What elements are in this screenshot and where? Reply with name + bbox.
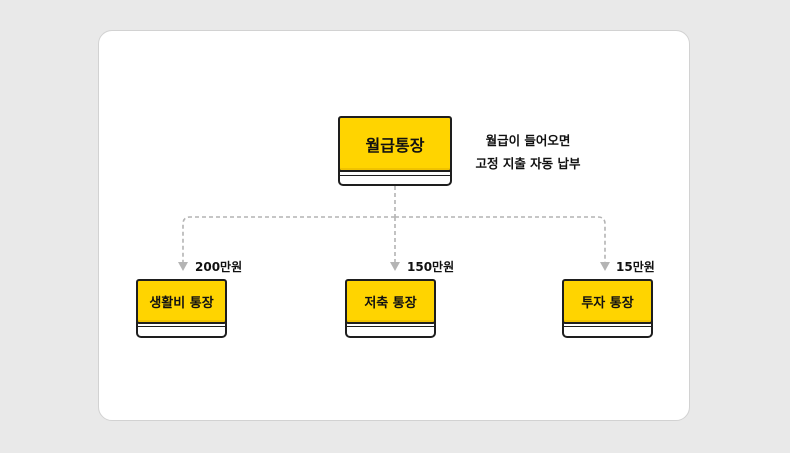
connector-branch-right [395, 216, 606, 263]
arrowhead-right [600, 262, 610, 271]
investment-account-label: 투자 통장 [562, 279, 653, 324]
investment-account-node: 투자 통장 [562, 279, 653, 338]
root-account-label: 월급통장 [338, 116, 452, 172]
arrowhead-middle [390, 262, 400, 271]
connector-branch-left [182, 216, 395, 263]
savings-amount: 150만원 [407, 260, 455, 274]
diagram-card [98, 30, 690, 421]
note-line-2: 고정 지출 자동 납부 [475, 156, 581, 171]
investment-amount: 15만원 [616, 260, 655, 274]
living-expense-account-node: 생활비 통장 [136, 279, 227, 338]
arrowhead-left [178, 262, 188, 271]
root-account-note: 월급이 들어오면 고정 지출 자동 납부 [466, 129, 590, 175]
savings-account-node: 저축 통장 [345, 279, 436, 338]
savings-account-label: 저축 통장 [345, 279, 436, 324]
root-account-node: 월급통장 [338, 116, 452, 186]
living-expense-account-label: 생활비 통장 [136, 279, 227, 324]
living-expense-amount: 200만원 [195, 260, 243, 274]
note-line-1: 월급이 들어오면 [485, 133, 571, 148]
